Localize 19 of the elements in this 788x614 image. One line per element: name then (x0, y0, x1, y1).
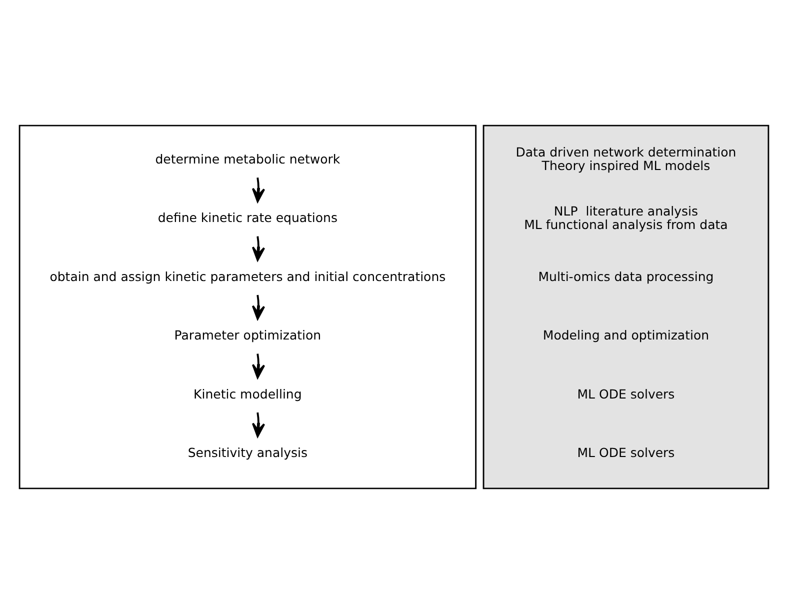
arrow (252, 412, 266, 438)
arrow (252, 294, 266, 320)
node-text: Modeling and optimization (542, 328, 710, 343)
node-text: ML ODE solvers (577, 445, 675, 460)
node-text: Parameter optimization (174, 328, 322, 343)
node-text: Sensitivity analysis (188, 445, 308, 460)
cluster (18, 124, 477, 490)
arrow (252, 236, 266, 262)
node-text: obtain and assign kinetic parameters and initial concentrations (50, 268, 446, 284)
node-text: define kinetic rate equations (158, 210, 338, 226)
node-text: NLP literature analysis ML functional analysis from data (524, 203, 728, 232)
node-text: determine metabolic network (155, 151, 340, 166)
arrow (252, 177, 266, 202)
arrow (252, 354, 266, 378)
node-text: Multi-omics data processing (538, 268, 714, 284)
node-text: ML ODE solvers (577, 386, 675, 402)
node-text: Data driven network determination Theory inspired ML models (516, 144, 736, 174)
node-text: Kinetic modelling (194, 386, 302, 402)
cluster (482, 124, 770, 490)
